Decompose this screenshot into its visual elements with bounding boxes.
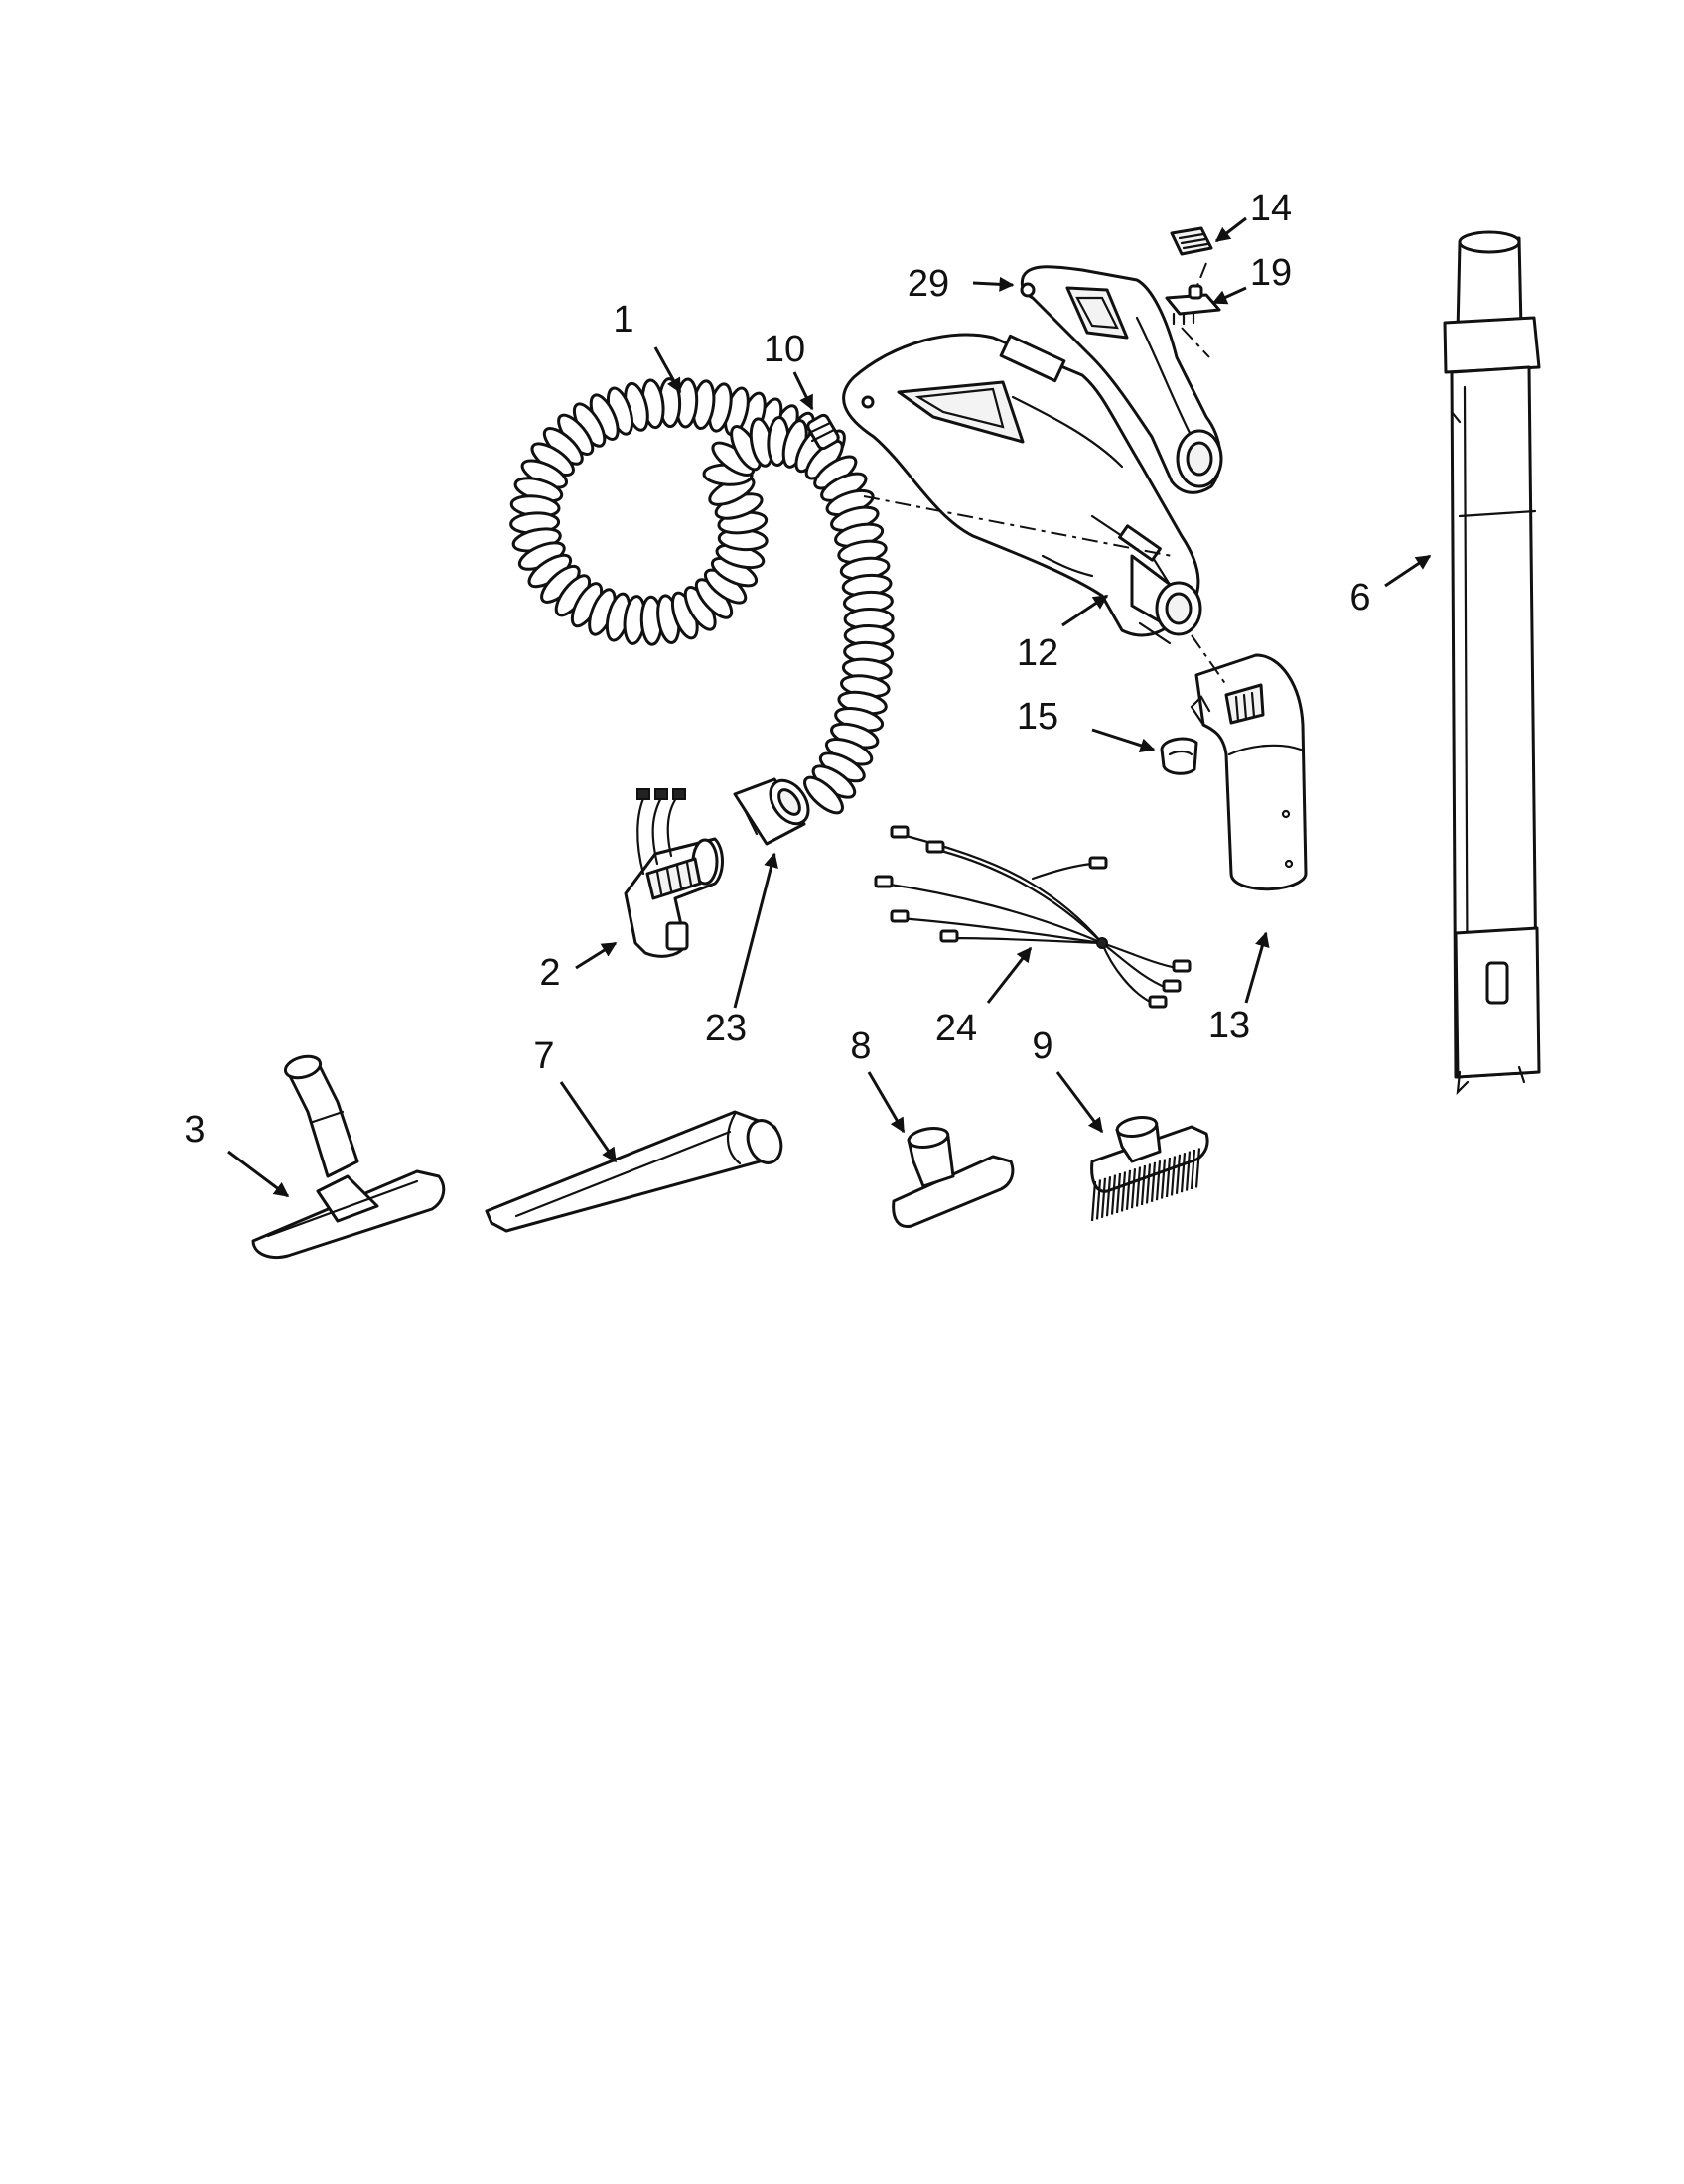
callout-15: 15	[1017, 696, 1058, 738]
extension-wand-part-6[interactable]	[1443, 230, 1541, 1095]
callout-29: 29	[908, 263, 949, 305]
callout-leaders	[227, 216, 1432, 1198]
screw-part-10[interactable]	[806, 413, 840, 451]
badge-part-14[interactable]	[1170, 226, 1213, 256]
callout-6: 6	[1349, 577, 1370, 618]
swivel-connector-part-2[interactable]	[624, 788, 724, 958]
upholstery-tool-part-8[interactable]	[892, 1126, 1015, 1229]
wire-harness-part-24[interactable]	[874, 825, 1192, 1009]
callout-2: 2	[539, 952, 560, 994]
callout-23: 23	[705, 1008, 747, 1049]
callout-24: 24	[935, 1008, 977, 1049]
floor-tool-part-3[interactable]	[251, 1053, 446, 1259]
hose-part-1[interactable]	[509, 377, 895, 818]
handle-lower-part-12[interactable]	[842, 333, 1202, 645]
cuff-part-23[interactable]	[733, 773, 816, 846]
crevice-tool-part-7[interactable]	[485, 1110, 787, 1233]
callout-13: 13	[1208, 1005, 1250, 1046]
handle-upper-part-29[interactable]	[1020, 265, 1223, 494]
callout-1: 1	[613, 299, 633, 341]
assembly-lines	[863, 262, 1227, 686]
callout-7: 7	[533, 1035, 554, 1077]
callout-19: 19	[1250, 252, 1292, 294]
callout-10: 10	[764, 329, 805, 370]
clip-part-15[interactable]	[1160, 737, 1198, 775]
callout-3: 3	[184, 1109, 205, 1151]
callout-labels: 1 2 3 6 7 8 9 10 12 13 14 15 19 23 24 29	[184, 188, 1370, 1151]
dusting-brush-part-9[interactable]	[1090, 1115, 1209, 1222]
switch-part-19[interactable]	[1165, 284, 1221, 326]
wand-elbow-part-13[interactable]	[1190, 653, 1308, 891]
callout-14: 14	[1250, 188, 1292, 229]
callout-8: 8	[850, 1025, 871, 1067]
callout-9: 9	[1032, 1025, 1052, 1067]
callout-12: 12	[1017, 632, 1058, 674]
